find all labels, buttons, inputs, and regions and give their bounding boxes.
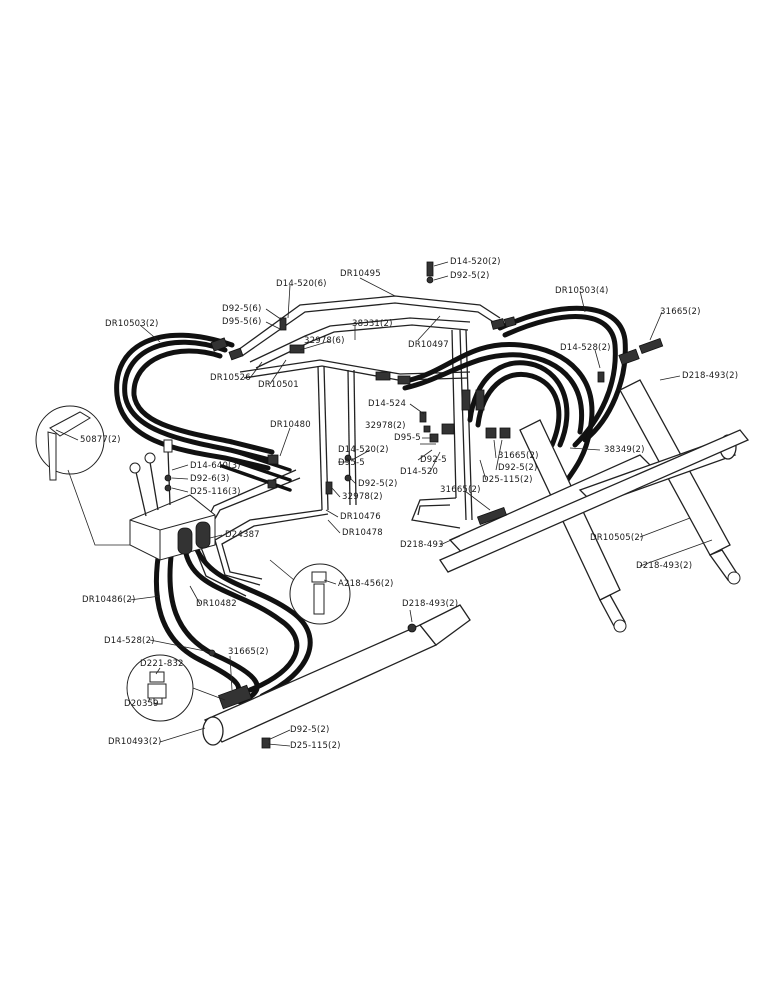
label-d92-5-2-mid: D92-5(2)	[498, 463, 537, 473]
label-d92-5-2-top: D92-5(2)	[450, 271, 489, 281]
label-d14-520-2-mid: D14-520(2)	[338, 445, 389, 455]
label-dr10478: DR10478	[342, 528, 383, 538]
label-d218-493-a: D218-493	[400, 540, 444, 550]
label-31665-2-mid: 31665(2)	[498, 451, 539, 461]
label-d20359: D20359	[124, 699, 159, 709]
label-d92-5-a: D92-5	[420, 455, 447, 465]
label-32978-2-b: 32978(2)	[342, 492, 383, 502]
label-d24387: D24387	[225, 530, 260, 540]
label-d14-528-2-right: D14-528(2)	[560, 343, 611, 353]
fittings	[208, 261, 664, 749]
label-d92-5-6: D92-5(6)	[222, 304, 261, 314]
detail-callouts	[35, 405, 351, 722]
hydraulic-cylinders	[202, 379, 750, 746]
label-32978-6: 32978(6)	[304, 336, 345, 346]
label-d14-520-2-top: D14-520(2)	[450, 257, 501, 267]
label-d218-493-2-right: D218-493(2)	[682, 371, 738, 381]
label-d92-6-3: D92-6(3)	[190, 474, 229, 484]
label-dr10526: DR10526	[210, 373, 251, 383]
label-dr10505-2: DR10505(2)	[590, 533, 644, 543]
label-d25-116-3: D25-116(3)	[190, 487, 241, 497]
label-d95-5-6: D95-5(6)	[222, 317, 261, 327]
label-d95-5-a: D95-5	[394, 433, 421, 443]
label-d14-520-mid: D14-520	[400, 467, 438, 477]
label-d25-115-2-bottom: D25-115(2)	[290, 741, 341, 751]
label-d92-5-2-bottom: D92-5(2)	[290, 725, 329, 735]
label-dr10497: DR10497	[408, 340, 449, 350]
part-labels: D14-520(2) D92-5(2) DR10495 D14-520(6) D…	[80, 257, 738, 751]
label-d221-832: D221-832	[140, 659, 184, 669]
label-dr10476: DR10476	[340, 512, 381, 522]
label-d14-528-2-left: D14-528(2)	[104, 636, 155, 646]
label-d14-640-3: D14-640(3)	[190, 461, 241, 471]
label-dr10482: DR10482	[196, 599, 237, 609]
control-valve	[129, 439, 216, 561]
label-dr10480: DR10480	[270, 420, 311, 430]
label-dr10493-2: DR10493(2)	[108, 737, 162, 747]
label-dr10503-2: DR10503(2)	[105, 319, 159, 329]
label-31665-2-c: 31665(2)	[440, 485, 481, 495]
label-d14-524: D14-524	[368, 399, 406, 409]
label-dr10501: DR10501	[258, 380, 299, 390]
label-31665-2-top-right: 31665(2)	[660, 307, 701, 317]
label-d25-115-2-mid: D25-115(2)	[482, 475, 533, 485]
label-a218-456-2: A218-456(2)	[338, 579, 394, 589]
label-dr10495: DR10495	[340, 269, 381, 279]
label-50877-2: 50877(2)	[80, 435, 121, 445]
leader-lines	[55, 261, 713, 747]
label-d92-5-2-b: D92-5(2)	[358, 479, 397, 489]
label-d14-520-6: D14-520(6)	[276, 279, 327, 289]
label-dr10486-2: DR10486(2)	[82, 595, 136, 605]
label-32978-2-a: 32978(2)	[365, 421, 406, 431]
label-38349-2: 38349(2)	[604, 445, 645, 455]
label-d95-5-b: D95-5	[338, 458, 365, 468]
label-d218-493-2-c: D218-493(2)	[402, 599, 458, 609]
label-38331-2: 38331(2)	[352, 319, 393, 329]
label-d218-493-2-b: D218-493(2)	[636, 561, 692, 571]
label-dr10503-4: DR10503(4)	[555, 286, 609, 296]
label-31665-2-left: 31665(2)	[228, 647, 269, 657]
